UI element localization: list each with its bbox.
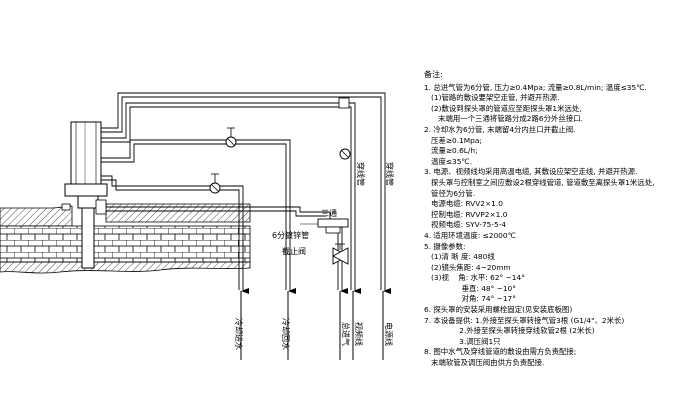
pipe-network — [101, 92, 386, 290]
note-line: 3. 电源、视频线均采用高温电缆, 其敷设应架空走线, 并避开热源. — [424, 167, 638, 177]
valve-middle — [209, 173, 221, 194]
note-line: (1)清 晰 度: 480线 — [424, 252, 495, 262]
note-line: 流量≥0.6L/h; — [424, 146, 478, 156]
note-line: 对角: 74° ~17° — [424, 294, 516, 304]
note-line: 8. 图中水气及穿线管道的敷设由需方负责配接; — [424, 347, 577, 357]
note-line: 2. 冷却水为6分管, 末端留4分内丝口并截止阀. — [424, 124, 576, 134]
note-line: 压差≥0.1Mpa; — [424, 135, 482, 145]
valve-right — [339, 148, 351, 160]
note-line: 视频电缆: SYV-75-5-4 — [424, 220, 507, 230]
note-line: (2)镜头焦距: 4~20mm — [424, 262, 511, 272]
notes-panel: 备注: 1. 总进气管为6分管, 压力≥0.4Mpa; 流量≥0.8L/min;… — [424, 70, 694, 369]
furnace-wall — [0, 203, 251, 274]
label-cool-in: 冷却进水 — [234, 318, 244, 350]
label-gas-in: 总进气 — [341, 322, 351, 346]
note-line: 2.外接至探头罩转接穿线软管2根 (2米长) — [424, 326, 595, 336]
label-power: 电源线 — [384, 322, 394, 346]
probe-housing — [61, 121, 108, 269]
note-line: 4. 适用环境温度: ≤2000℃ — [424, 230, 516, 240]
note-line: 5. 摄像参数: — [424, 241, 466, 251]
note-line: 控制电缆: RVVP2×1.0 — [424, 209, 508, 219]
note-line: (2)敷设到探头罩的管道应至距探头罩1米远处, — [424, 103, 582, 113]
note-line: (1)管路的敷设要架空走管, 并避开热源. — [424, 93, 560, 103]
label-gas-pipe: 穿线管 — [356, 162, 366, 186]
valve-top-right — [338, 97, 350, 109]
note-line: 电源电缆: RVV2×1.0 — [424, 199, 503, 209]
note-line: 1. 总进气管为6分管, 压力≥0.4Mpa; 流量≥0.8L/min; 温度≤… — [424, 82, 647, 92]
label-tee: 三通 — [321, 208, 337, 218]
note-line: 7. 本设备提供: 1.外接至探头罩转接气管3根 (G1/4"、2米长) — [424, 315, 625, 325]
notes-title: 备注: — [424, 70, 443, 79]
note-line: (3)视 角: 水平: 62° ~14° — [424, 273, 525, 283]
note-line: 末端用一个三通将管路分成2路6分外丝接口. — [424, 114, 583, 124]
flow-arrows — [240, 288, 391, 360]
label-cable-pipe: 穿线管 — [385, 162, 395, 186]
label-cool-out: 冷却回水 — [281, 318, 291, 350]
label-valve-line2: 截止阀 — [282, 246, 306, 256]
label-valve-line1: 6分镀锌管 — [272, 230, 309, 240]
shutoff-valve — [332, 243, 349, 265]
note-line: 管径为6分管. — [424, 188, 476, 198]
note-line: 末端软管及调压阀由供方负责配接. — [424, 358, 545, 368]
valve-upper — [225, 127, 237, 148]
note-line: 垂直: 48° ~10° — [424, 283, 516, 293]
note-line: 6. 探头罩的安装采用螺栓固定(见安装底板图) — [424, 305, 573, 315]
tee-joint — [317, 218, 349, 234]
note-line: 温度≤35℃. — [424, 156, 473, 166]
label-video: 视频线 — [354, 322, 364, 346]
note-line: 探头罩与控制室之间应敷设2根穿线管道, 管道敷至离探头罩1米远处, — [424, 177, 655, 187]
note-line: 3.调压阀1只 — [424, 336, 501, 346]
